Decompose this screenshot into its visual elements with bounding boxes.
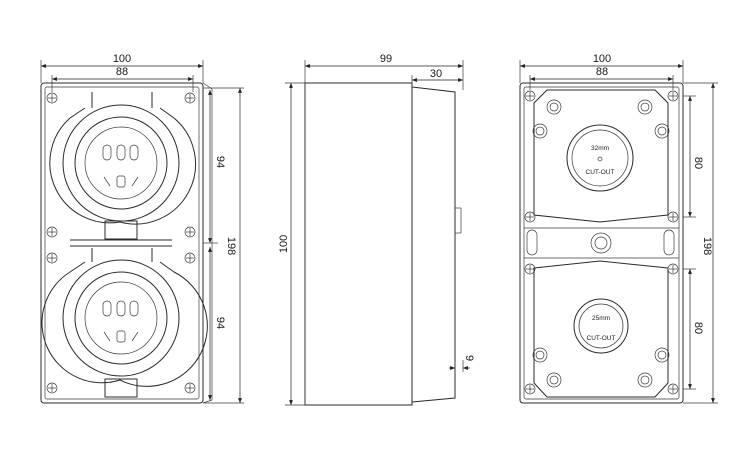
front-height-upper: 94 (214, 156, 226, 168)
side-depth-total: 99 (380, 53, 392, 65)
front-height-total: 198 (225, 237, 237, 255)
screw-icon (524, 263, 536, 275)
back-width-inner: 88 (596, 66, 608, 78)
screw-icon (184, 92, 196, 104)
back-width-outer: 100 (593, 53, 611, 65)
screw-icon (46, 382, 58, 394)
knockout-lower-size: 25mm (592, 315, 610, 322)
screw-icon (667, 90, 679, 102)
side-view: 99 30 100 9 (278, 53, 475, 406)
socket-outlet-upper (49, 92, 196, 241)
mounting-slot-right (663, 229, 675, 256)
screw-icon (184, 226, 196, 238)
back-height-upper: 80 (692, 157, 704, 169)
back-view: 32mm CUT-OUT 25mm CUT-OUT 100 88 198 80 … (519, 53, 718, 404)
knockout-lower-label: CUT-OUT (587, 335, 616, 342)
screw-icon (46, 92, 58, 104)
side-height: 100 (278, 235, 290, 253)
screw-icon (524, 90, 536, 102)
side-depth-box: 30 (430, 68, 442, 80)
screw-icon (667, 263, 679, 275)
side-flange: 9 (463, 355, 475, 361)
screw-icon (184, 382, 196, 394)
back-height-total: 198 (701, 237, 713, 255)
socket-outlet-lower (41, 245, 208, 398)
knockout-upper: 32mm CUT-OUT (566, 124, 634, 192)
front-width-inner: 88 (116, 66, 128, 78)
screw-icon (524, 211, 536, 223)
back-height-lower: 80 (692, 322, 704, 334)
front-width-outer: 100 (113, 53, 131, 65)
screw-icon (667, 211, 679, 223)
screw-icon (524, 383, 536, 395)
screw-icon (184, 252, 196, 264)
front-view: 100 88 198 94 94 (40, 53, 244, 404)
knockout-upper-label: CUT-OUT (586, 169, 615, 176)
screw-icon (46, 252, 58, 264)
screw-icon (667, 383, 679, 395)
front-height-lower: 94 (214, 317, 226, 329)
knockout-upper-size: 32mm (591, 145, 609, 152)
knockout-lower: 25mm CUT-OUT (573, 298, 629, 354)
screw-icon (46, 226, 58, 238)
mounting-slot-left (526, 229, 538, 256)
